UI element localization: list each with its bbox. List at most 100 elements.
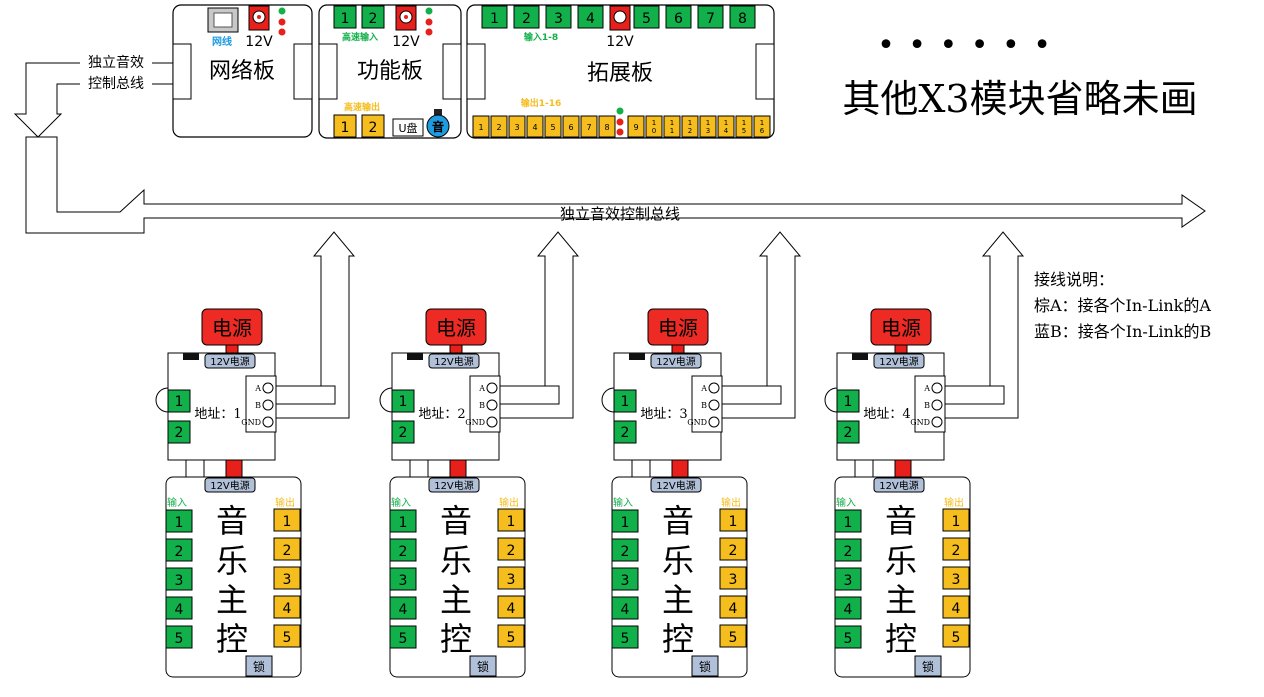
output-digit: 0 bbox=[652, 127, 656, 135]
connector-notch bbox=[629, 353, 645, 360]
board-title: 网络板 bbox=[209, 59, 275, 84]
terminal-screw bbox=[708, 382, 720, 394]
controller-output-label: 4 bbox=[507, 601, 516, 617]
power-label: 电源 bbox=[881, 316, 921, 340]
bus-connection-arrow bbox=[944, 231, 1025, 419]
output-label: 输出 bbox=[275, 496, 295, 509]
power-12v-tag bbox=[204, 353, 256, 369]
controller-output-label: 5 bbox=[283, 630, 292, 646]
terminal-label: GND bbox=[465, 418, 485, 427]
power-label: 12V bbox=[392, 34, 420, 50]
power-label: 电源 bbox=[212, 316, 252, 340]
controller-output-port bbox=[942, 566, 970, 590]
controller-input-label: 1 bbox=[399, 515, 408, 531]
controller-output-port bbox=[273, 508, 301, 532]
expansion-input-label: 2 bbox=[522, 11, 531, 27]
output-digit: 1 bbox=[688, 119, 692, 127]
controller-output-port bbox=[719, 624, 747, 648]
controller-input-port bbox=[834, 509, 862, 533]
output-digit: 1 bbox=[760, 119, 764, 127]
input-label: 输入 bbox=[167, 496, 187, 509]
address-label: 地址：3 bbox=[640, 407, 687, 422]
controller-input-label: 1 bbox=[175, 515, 184, 531]
wiring-note-line-2: 蓝B：接各个In-Link的B bbox=[1034, 322, 1211, 341]
expansion-input-label: 3 bbox=[554, 11, 563, 27]
terminal-screw bbox=[931, 382, 943, 394]
high-speed-input-1 bbox=[333, 5, 357, 29]
power-jack-ring bbox=[613, 10, 627, 24]
terminal-label: A bbox=[700, 384, 707, 393]
controller-input-label: 2 bbox=[175, 544, 184, 560]
expansion-input-label: 8 bbox=[738, 11, 747, 27]
terminal-screw bbox=[486, 399, 498, 411]
led-red bbox=[616, 128, 624, 136]
controller-output-label: 2 bbox=[283, 543, 292, 559]
input-label: 输入 bbox=[391, 496, 411, 509]
terminal-label: A bbox=[923, 384, 930, 393]
output-digit: 2 bbox=[688, 127, 692, 135]
output-label: 输出 bbox=[721, 496, 741, 509]
controller-input-label: 5 bbox=[399, 631, 408, 647]
link-port-1 bbox=[836, 389, 860, 413]
connector-left bbox=[172, 43, 192, 100]
controller-output-port bbox=[497, 566, 525, 590]
power-12v-label: 12V电源 bbox=[879, 355, 919, 368]
terminal-screw bbox=[931, 399, 943, 411]
controller-output-port bbox=[719, 595, 747, 619]
controller-title-char: 控 bbox=[440, 620, 472, 658]
led-green bbox=[616, 107, 624, 115]
wiring-note-title: 接线说明： bbox=[1034, 270, 1114, 289]
output-digit: 1 bbox=[652, 119, 656, 127]
expansion-output-label: 7 bbox=[586, 123, 591, 132]
power-cable bbox=[225, 459, 243, 478]
address-label: 地址：1 bbox=[194, 407, 241, 422]
controller-title-char: 主 bbox=[885, 581, 917, 619]
high-speed-output-2 bbox=[361, 114, 385, 138]
bus-connection-arrow bbox=[721, 231, 802, 419]
controller-input-port bbox=[389, 567, 417, 591]
bus-left-label-2: 控制总线 bbox=[88, 76, 144, 92]
controller-input-port bbox=[834, 625, 862, 649]
controller-output-port bbox=[273, 624, 301, 648]
led-green bbox=[278, 7, 286, 15]
controller-output-label: 1 bbox=[283, 514, 292, 530]
link-port-2 bbox=[391, 420, 415, 444]
lock-button bbox=[914, 655, 942, 677]
controller-title-char: 音 bbox=[216, 502, 248, 540]
controller-output-port bbox=[942, 624, 970, 648]
expansion-output-port bbox=[562, 115, 580, 138]
lock-label: 锁 bbox=[477, 659, 489, 674]
svg-text:1: 1 bbox=[341, 11, 350, 27]
controller-input-port bbox=[389, 538, 417, 562]
expansion-input-port bbox=[481, 5, 508, 29]
controller-title-char: 乐 bbox=[440, 542, 472, 580]
expansion-output-label: 3 bbox=[514, 123, 519, 132]
svg-text:音: 音 bbox=[432, 119, 444, 134]
power-cable bbox=[449, 344, 463, 354]
controller-output-label: 4 bbox=[729, 601, 738, 617]
power-12v-tag bbox=[650, 353, 702, 369]
controller-title-char: 音 bbox=[885, 502, 917, 540]
link-port-label: 2 bbox=[399, 425, 408, 441]
link-port-label: 2 bbox=[175, 425, 184, 441]
audio-jack bbox=[426, 114, 450, 138]
controller-input-label: 3 bbox=[175, 573, 184, 589]
svg-text:U盘: U盘 bbox=[398, 121, 417, 135]
controller-output-port bbox=[719, 508, 747, 532]
controller-title-char: 乐 bbox=[662, 542, 694, 580]
controller-title-char: 乐 bbox=[885, 542, 917, 580]
led-red bbox=[425, 18, 433, 26]
expansion-output-port bbox=[717, 115, 735, 138]
expansion-output-label: 1 bbox=[478, 123, 483, 132]
connector-notch bbox=[183, 353, 199, 360]
controller-input-port bbox=[165, 509, 193, 533]
terminal-label: B bbox=[701, 401, 707, 410]
expansion-output-port bbox=[472, 115, 490, 138]
controller-input-port bbox=[611, 625, 639, 649]
lock-label: 锁 bbox=[253, 659, 265, 674]
link-port-2 bbox=[167, 420, 191, 444]
